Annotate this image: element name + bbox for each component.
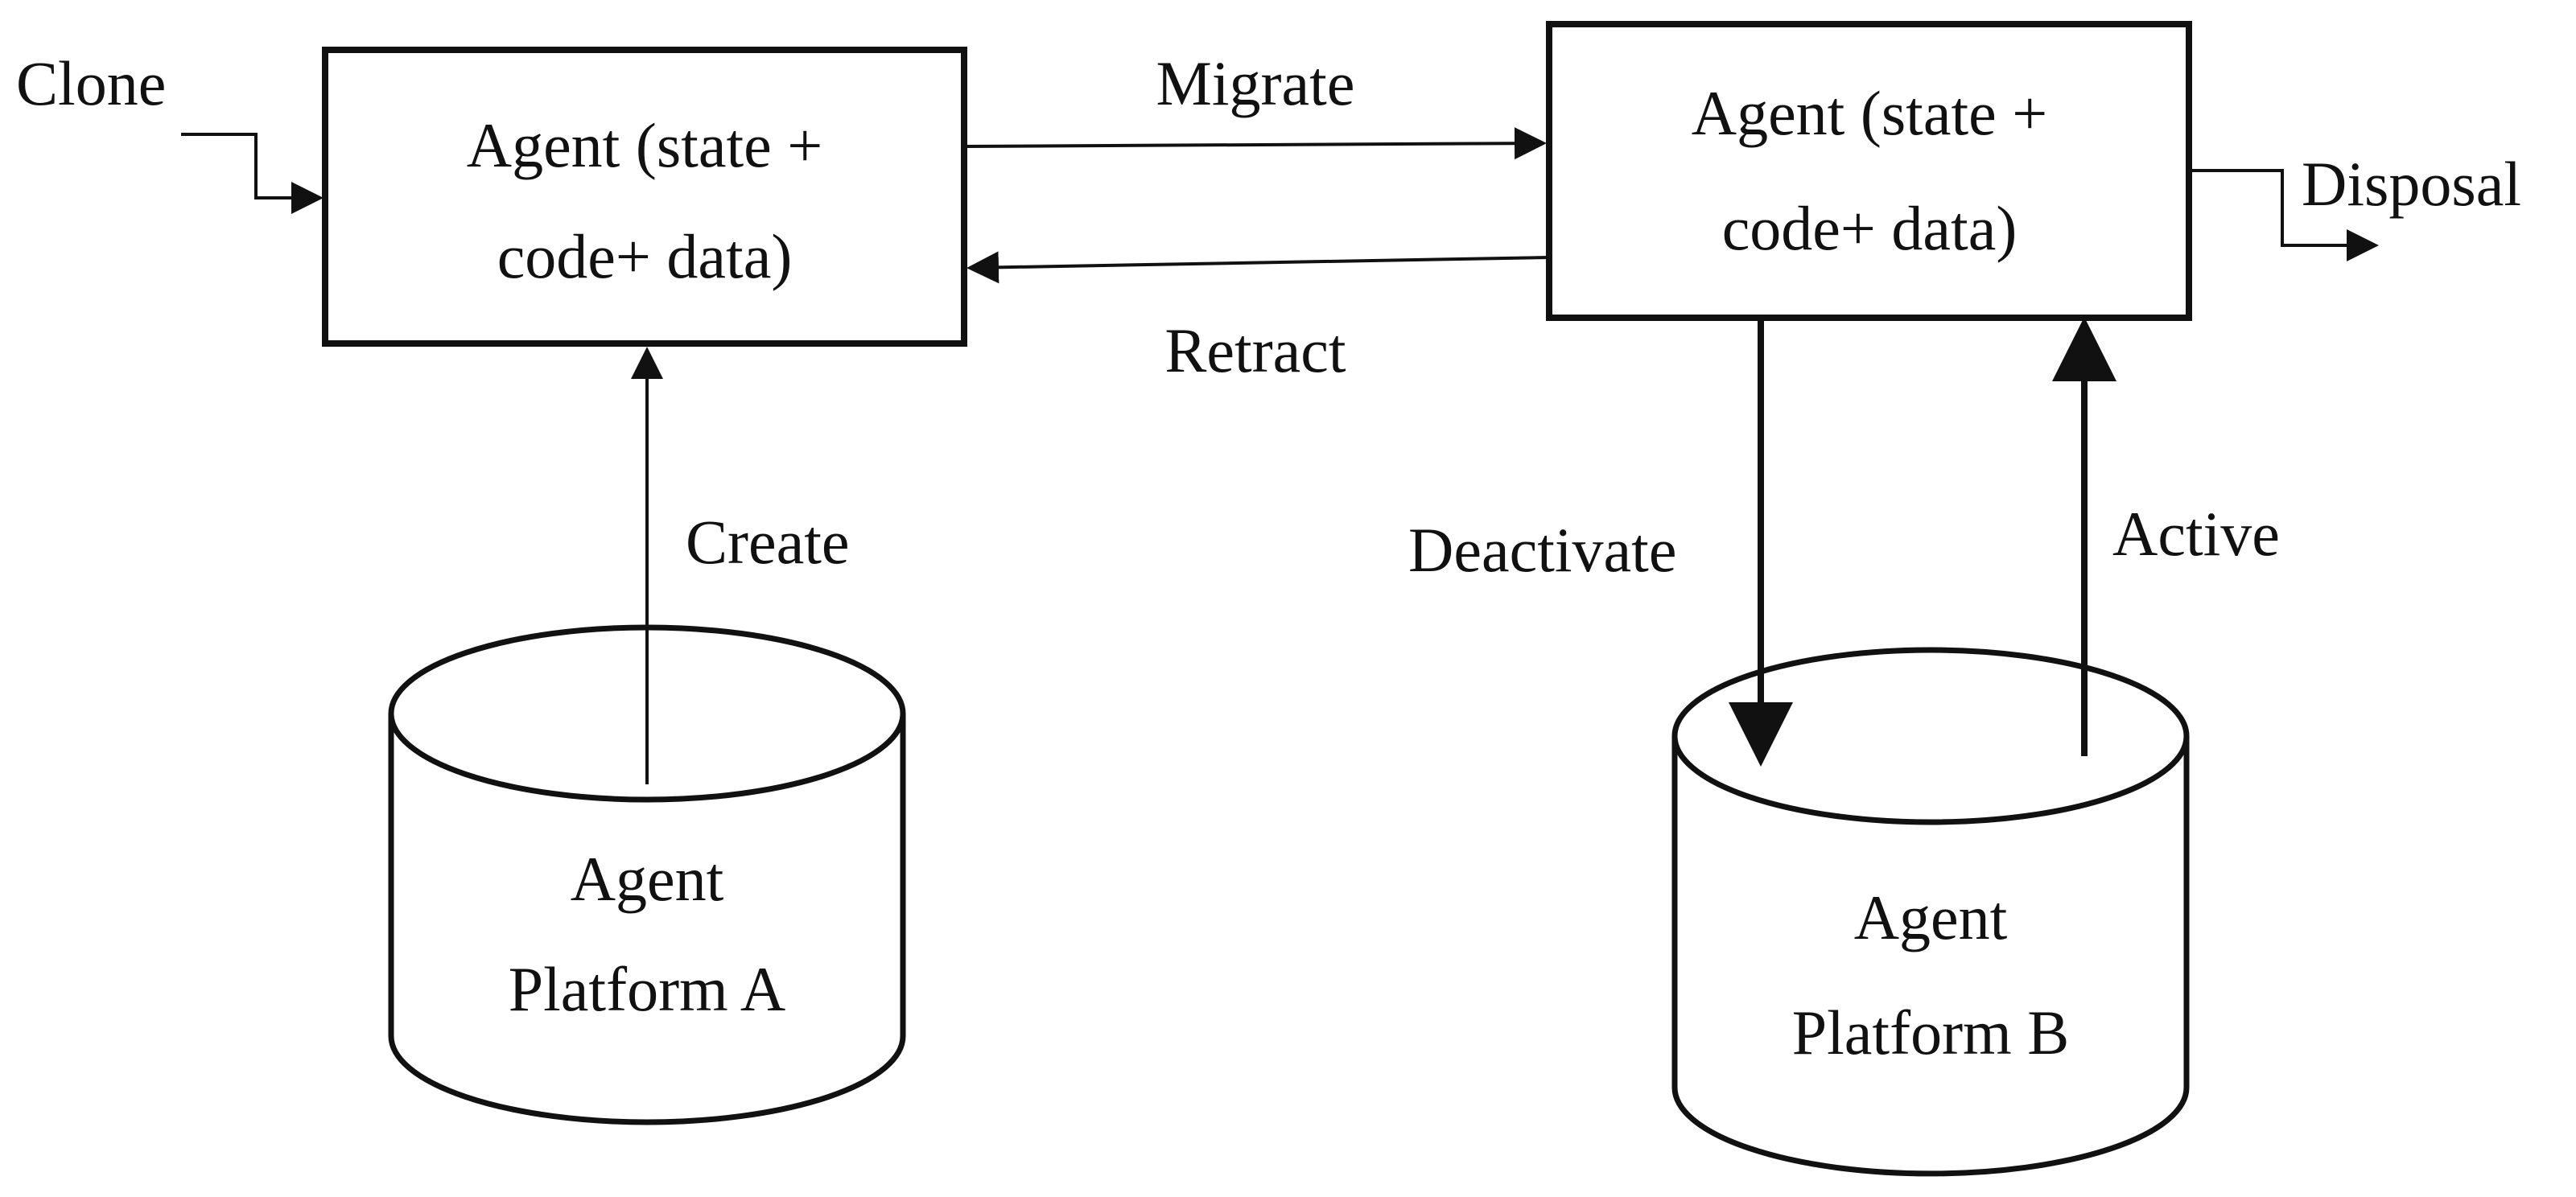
agent-box-right-line2: code+ data) xyxy=(1722,193,2018,263)
disposal-arrow xyxy=(2191,169,2379,261)
clone-label: Clone xyxy=(16,48,166,118)
platform-b-line1: Agent xyxy=(1854,882,2008,952)
platform-b-line2: Platform B xyxy=(1792,998,2070,1067)
migrate-arrow xyxy=(963,127,1547,160)
active-label: Active xyxy=(2112,499,2280,569)
deactivate-label: Deactivate xyxy=(1408,515,1676,585)
retract-label: Retract xyxy=(1164,315,1346,385)
retract-arrow xyxy=(967,251,1550,284)
agent-box-left xyxy=(322,47,967,347)
agent-box-left-line2: code+ data) xyxy=(497,221,793,291)
agent-box-right xyxy=(1546,21,2192,321)
create-label: Create xyxy=(686,507,850,577)
agent-box-left-line1: Agent (state + xyxy=(467,110,823,180)
agent-box-right-line1: Agent (state + xyxy=(1692,78,2048,148)
platform-a-line1: Agent xyxy=(571,844,724,914)
migrate-label: Migrate xyxy=(1156,48,1355,118)
platform-a-line2: Platform A xyxy=(509,954,786,1024)
platform-b-cylinder xyxy=(1671,647,2190,1177)
disposal-label: Disposal xyxy=(2302,149,2521,219)
clone-arrow xyxy=(181,133,324,214)
